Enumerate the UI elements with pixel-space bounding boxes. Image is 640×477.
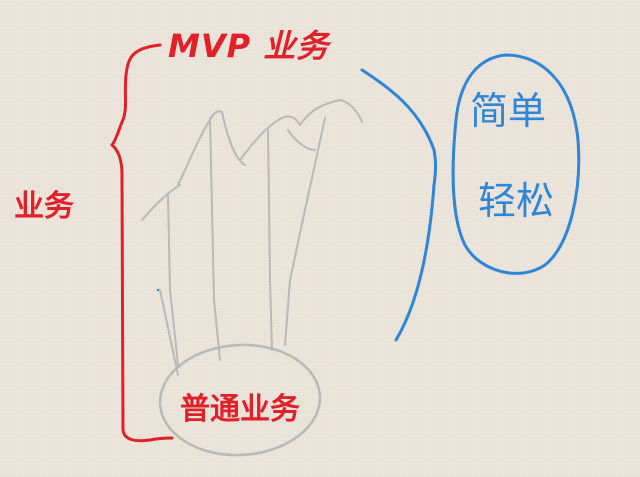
ordinary-business-label: 普通业务 [180, 392, 300, 427]
blue-arc [360, 68, 437, 342]
blue-dot [156, 288, 160, 292]
easy-label: 轻松 [478, 179, 555, 223]
red-curly-brace [110, 43, 174, 443]
blue-loop [451, 53, 581, 275]
business-label: 业务 [14, 189, 74, 224]
mvp-business-label: MVP 业务 [168, 27, 330, 65]
gray-ellipse [158, 343, 322, 457]
gray-columns-sketch [141, 99, 363, 376]
simple-label: 简单 [470, 89, 547, 133]
